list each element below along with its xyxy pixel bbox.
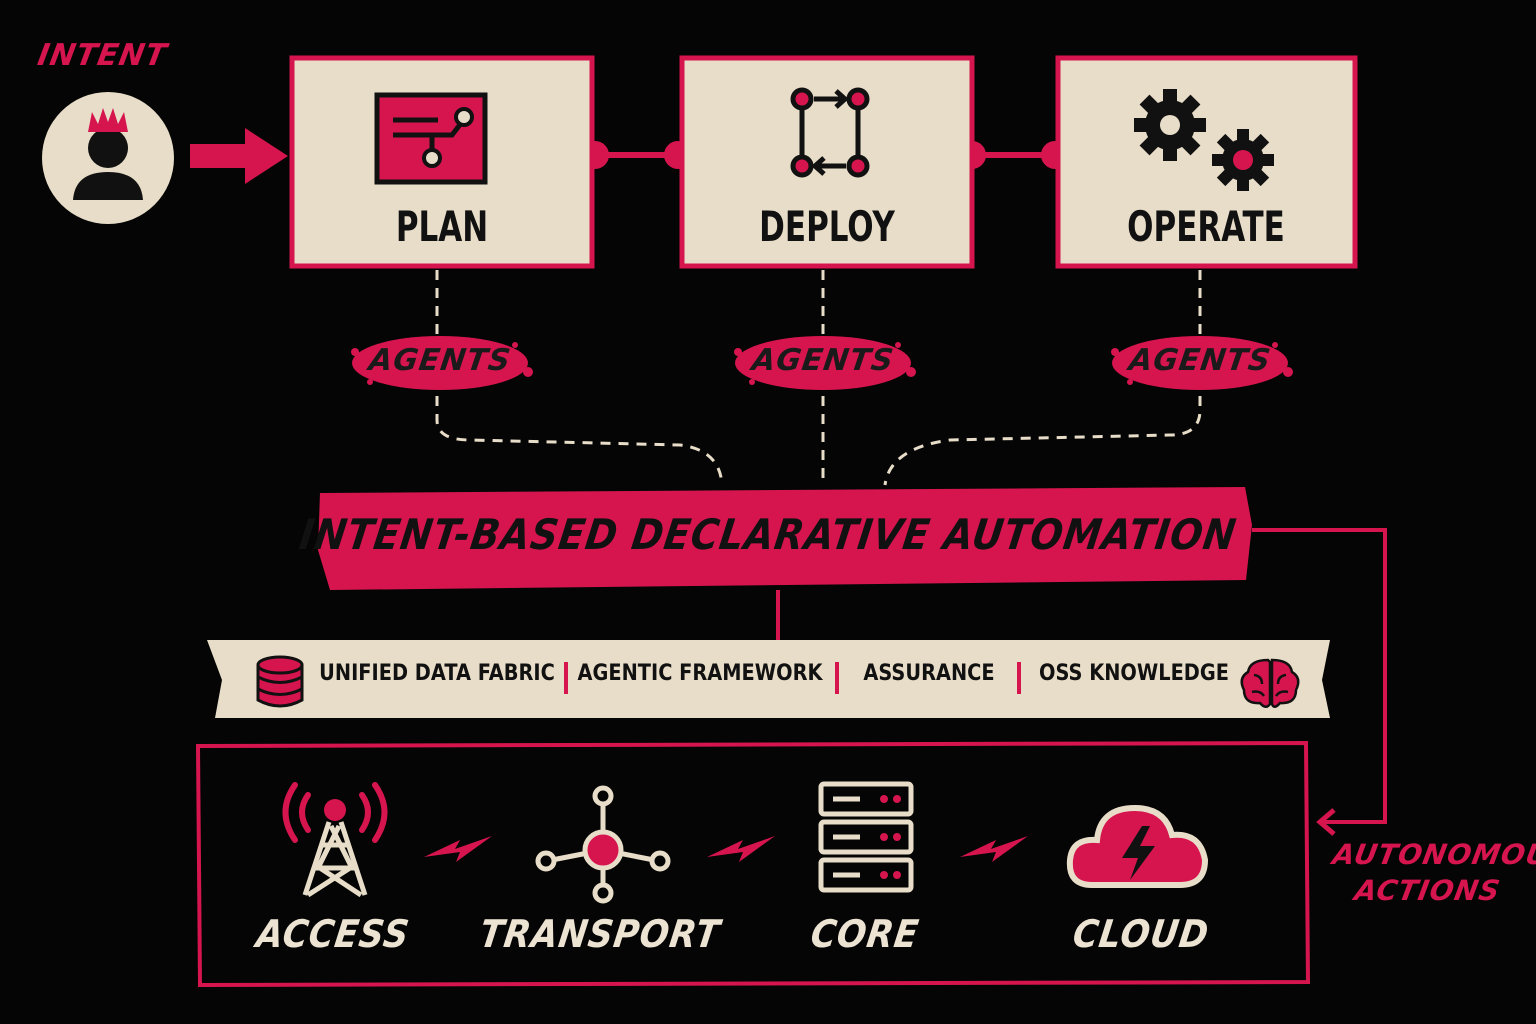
agents-label-deploy: AGENTS — [749, 343, 897, 378]
stage-plan-label: PLAN — [395, 202, 489, 251]
fabric-item-agentic-framework: AGENTIC FRAMEWORK — [577, 661, 823, 686]
agents-splat-deploy — [734, 336, 916, 390]
deploy-cycle-icon — [790, 87, 870, 178]
automation-banner — [318, 487, 1252, 590]
stage-deploy — [679, 55, 975, 269]
hub-network-icon — [535, 785, 671, 904]
brain-icon — [1240, 658, 1300, 708]
antenna-tower-icon — [282, 782, 388, 898]
fabric-item-assurance: ASSURANCE — [863, 661, 995, 686]
layer-connectors — [424, 836, 1028, 862]
database-icon — [256, 655, 304, 708]
autonomous-feedback-arrow — [1252, 528, 1387, 836]
agent-dashed-lines — [435, 270, 1202, 486]
intent-arrow — [190, 128, 288, 184]
cloud-bolt-icon — [1066, 804, 1209, 888]
agents-label-operate: AGENTS — [1126, 343, 1274, 378]
server-rack-icon — [818, 781, 914, 893]
agents-label-plan: AGENTS — [366, 343, 514, 378]
automation-banner-text: INTENT-BASED DECLARATIVE AUTOMATION — [296, 510, 1240, 559]
layer-core-label: CORE — [808, 912, 922, 956]
agents-splat-plan — [351, 336, 533, 390]
data-fabric-strip — [207, 640, 1330, 718]
gears-icon — [1134, 89, 1274, 191]
intent-label: INTENT — [34, 38, 170, 73]
layer-transport-label: TRANSPORT — [477, 912, 723, 956]
person-icon — [42, 92, 174, 224]
fabric-separators — [564, 662, 1021, 694]
autonomous-actions-line2: ACTIONS — [1352, 874, 1504, 907]
layer-cloud-label: CLOUD — [1070, 912, 1212, 956]
infrastructure-frame — [195, 740, 1311, 988]
autonomous-actions-line1: AUTONOMOUS — [1330, 838, 1536, 871]
plan-flow-icon — [374, 92, 488, 185]
stage-operate-label: OPERATE — [1127, 202, 1285, 251]
fabric-item-unified-data: UNIFIED DATA FABRIC — [319, 661, 555, 686]
layer-access-label: ACCESS — [253, 912, 413, 956]
agents-splat-operate — [1111, 336, 1293, 390]
stage-deploy-label: DEPLOY — [759, 202, 895, 251]
fabric-item-oss-knowledge: OSS KNOWLEDGE — [1039, 661, 1229, 686]
stage-operate — [1055, 55, 1358, 269]
